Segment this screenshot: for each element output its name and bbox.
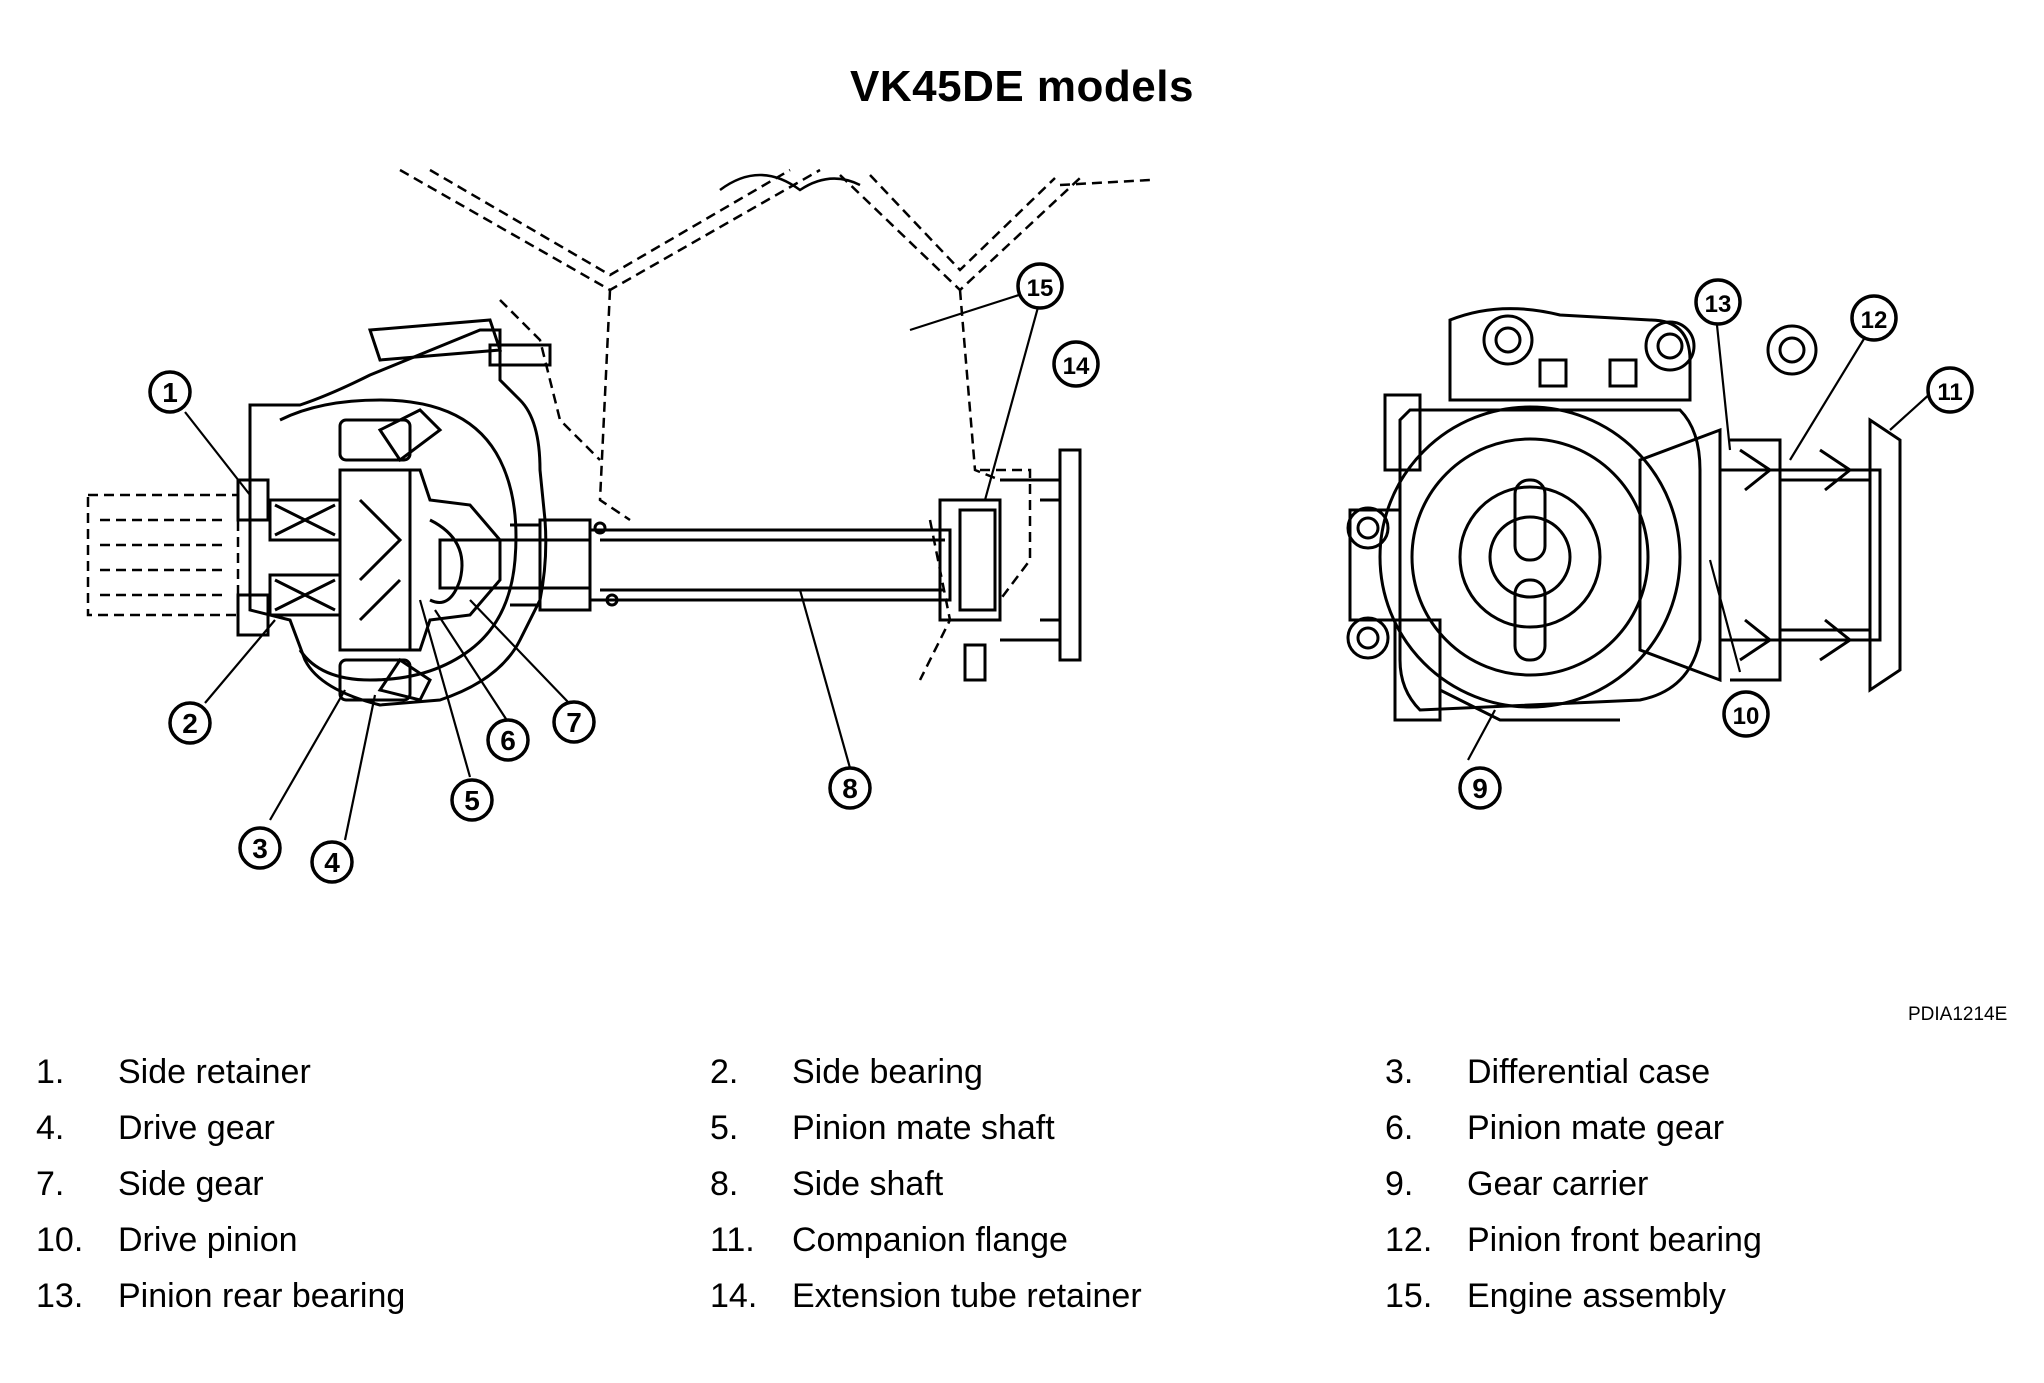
legend-label: Pinion mate shaft (792, 1109, 1055, 1147)
callout-3-text: 3 (252, 833, 268, 864)
carrier-mount-bolts (1346, 314, 1818, 660)
callout-13: 13 (1694, 278, 1742, 326)
callout-10: 10 (1722, 690, 1770, 738)
legend-label: Engine assembly (1467, 1277, 1726, 1315)
engine-outline (399, 168, 1151, 681)
callout-9-text: 9 (1472, 773, 1488, 804)
legend-num: 10. (36, 1221, 84, 1259)
callout-14: 14 (1052, 340, 1100, 388)
callout-7-text: 7 (566, 707, 582, 738)
legend-label: Pinion mate gear (1467, 1109, 1725, 1147)
legend-num: 4. (36, 1109, 65, 1147)
figure-code: PDIA1214E (1908, 1004, 2008, 1025)
callout-7: 7 (552, 700, 596, 744)
legend-label: Companion flange (792, 1221, 1068, 1259)
legend-label: Gear carrier (1467, 1165, 1649, 1203)
callout-15: 15 (1016, 262, 1064, 310)
legend-num: 6. (1385, 1109, 1414, 1147)
callout-6: 6 (486, 718, 530, 762)
legend-label: Pinion rear bearing (118, 1277, 406, 1315)
legend-num: 7. (36, 1165, 65, 1203)
callout-10-text: 10 (1733, 703, 1760, 730)
callout-8: 8 (828, 766, 872, 810)
callout-11-text: 11 (1937, 379, 1962, 406)
callout-8-text: 8 (842, 773, 858, 804)
left-hub (86, 493, 240, 617)
callout-6-text: 6 (500, 725, 516, 756)
callout-2-text: 2 (182, 708, 198, 739)
legend-label: Side bearing (792, 1053, 983, 1091)
callout-9: 9 (1458, 766, 1502, 810)
extension-tube-retainer (938, 448, 1082, 682)
callout-13-text: 13 (1705, 291, 1732, 318)
callout-1: 1 (148, 370, 192, 414)
legend-label: Drive pinion (118, 1221, 298, 1259)
callout-4-text: 4 (324, 847, 340, 878)
differential-case (338, 408, 502, 702)
legend-num: 11. (710, 1221, 755, 1259)
legend-label: Differential case (1467, 1053, 1711, 1091)
callout-12: 12 (1850, 294, 1898, 342)
callout-14-text: 14 (1063, 353, 1090, 380)
callout-3: 3 (238, 826, 282, 870)
callout-2: 2 (168, 701, 212, 745)
callout-12-text: 12 (1861, 307, 1888, 334)
legend-label: Drive gear (118, 1109, 275, 1147)
legend-label: Side gear (118, 1165, 264, 1203)
legend-label: Side retainer (118, 1053, 311, 1091)
legend-label: Extension tube retainer (792, 1277, 1142, 1315)
legend-num: 13. (36, 1277, 84, 1315)
legend-label: Pinion front bearing (1467, 1221, 1762, 1259)
legend-num: 15. (1385, 1277, 1433, 1315)
callout-11: 11 (1926, 366, 1974, 414)
callout-1-text: 1 (162, 377, 178, 408)
legend-num: 2. (710, 1053, 739, 1091)
legend-num: 12. (1385, 1221, 1433, 1259)
callout-5-text: 5 (464, 785, 480, 816)
right-gear-carrier (1348, 307, 1902, 722)
callout-4: 4 (310, 840, 354, 884)
side-shaft (438, 518, 952, 612)
callout-15-text: 15 (1027, 275, 1054, 302)
leader-lines (184, 292, 1933, 841)
legend-num: 1. (36, 1053, 65, 1091)
legend-num: 14. (710, 1277, 758, 1315)
callout-5: 5 (450, 778, 494, 822)
legend-num: 8. (710, 1165, 739, 1203)
legend-num: 9. (1385, 1165, 1414, 1203)
legend-num: 5. (710, 1109, 739, 1147)
diagram-title: VK45DE models (850, 62, 1194, 111)
differential-diagram: 1 2 3 4 5 6 7 8 9 10 11 12 13 14 15 (86, 168, 1974, 884)
legend-num: 3. (1385, 1053, 1414, 1091)
left-carrier-housing (248, 318, 552, 707)
legend-label: Side shaft (792, 1165, 944, 1203)
